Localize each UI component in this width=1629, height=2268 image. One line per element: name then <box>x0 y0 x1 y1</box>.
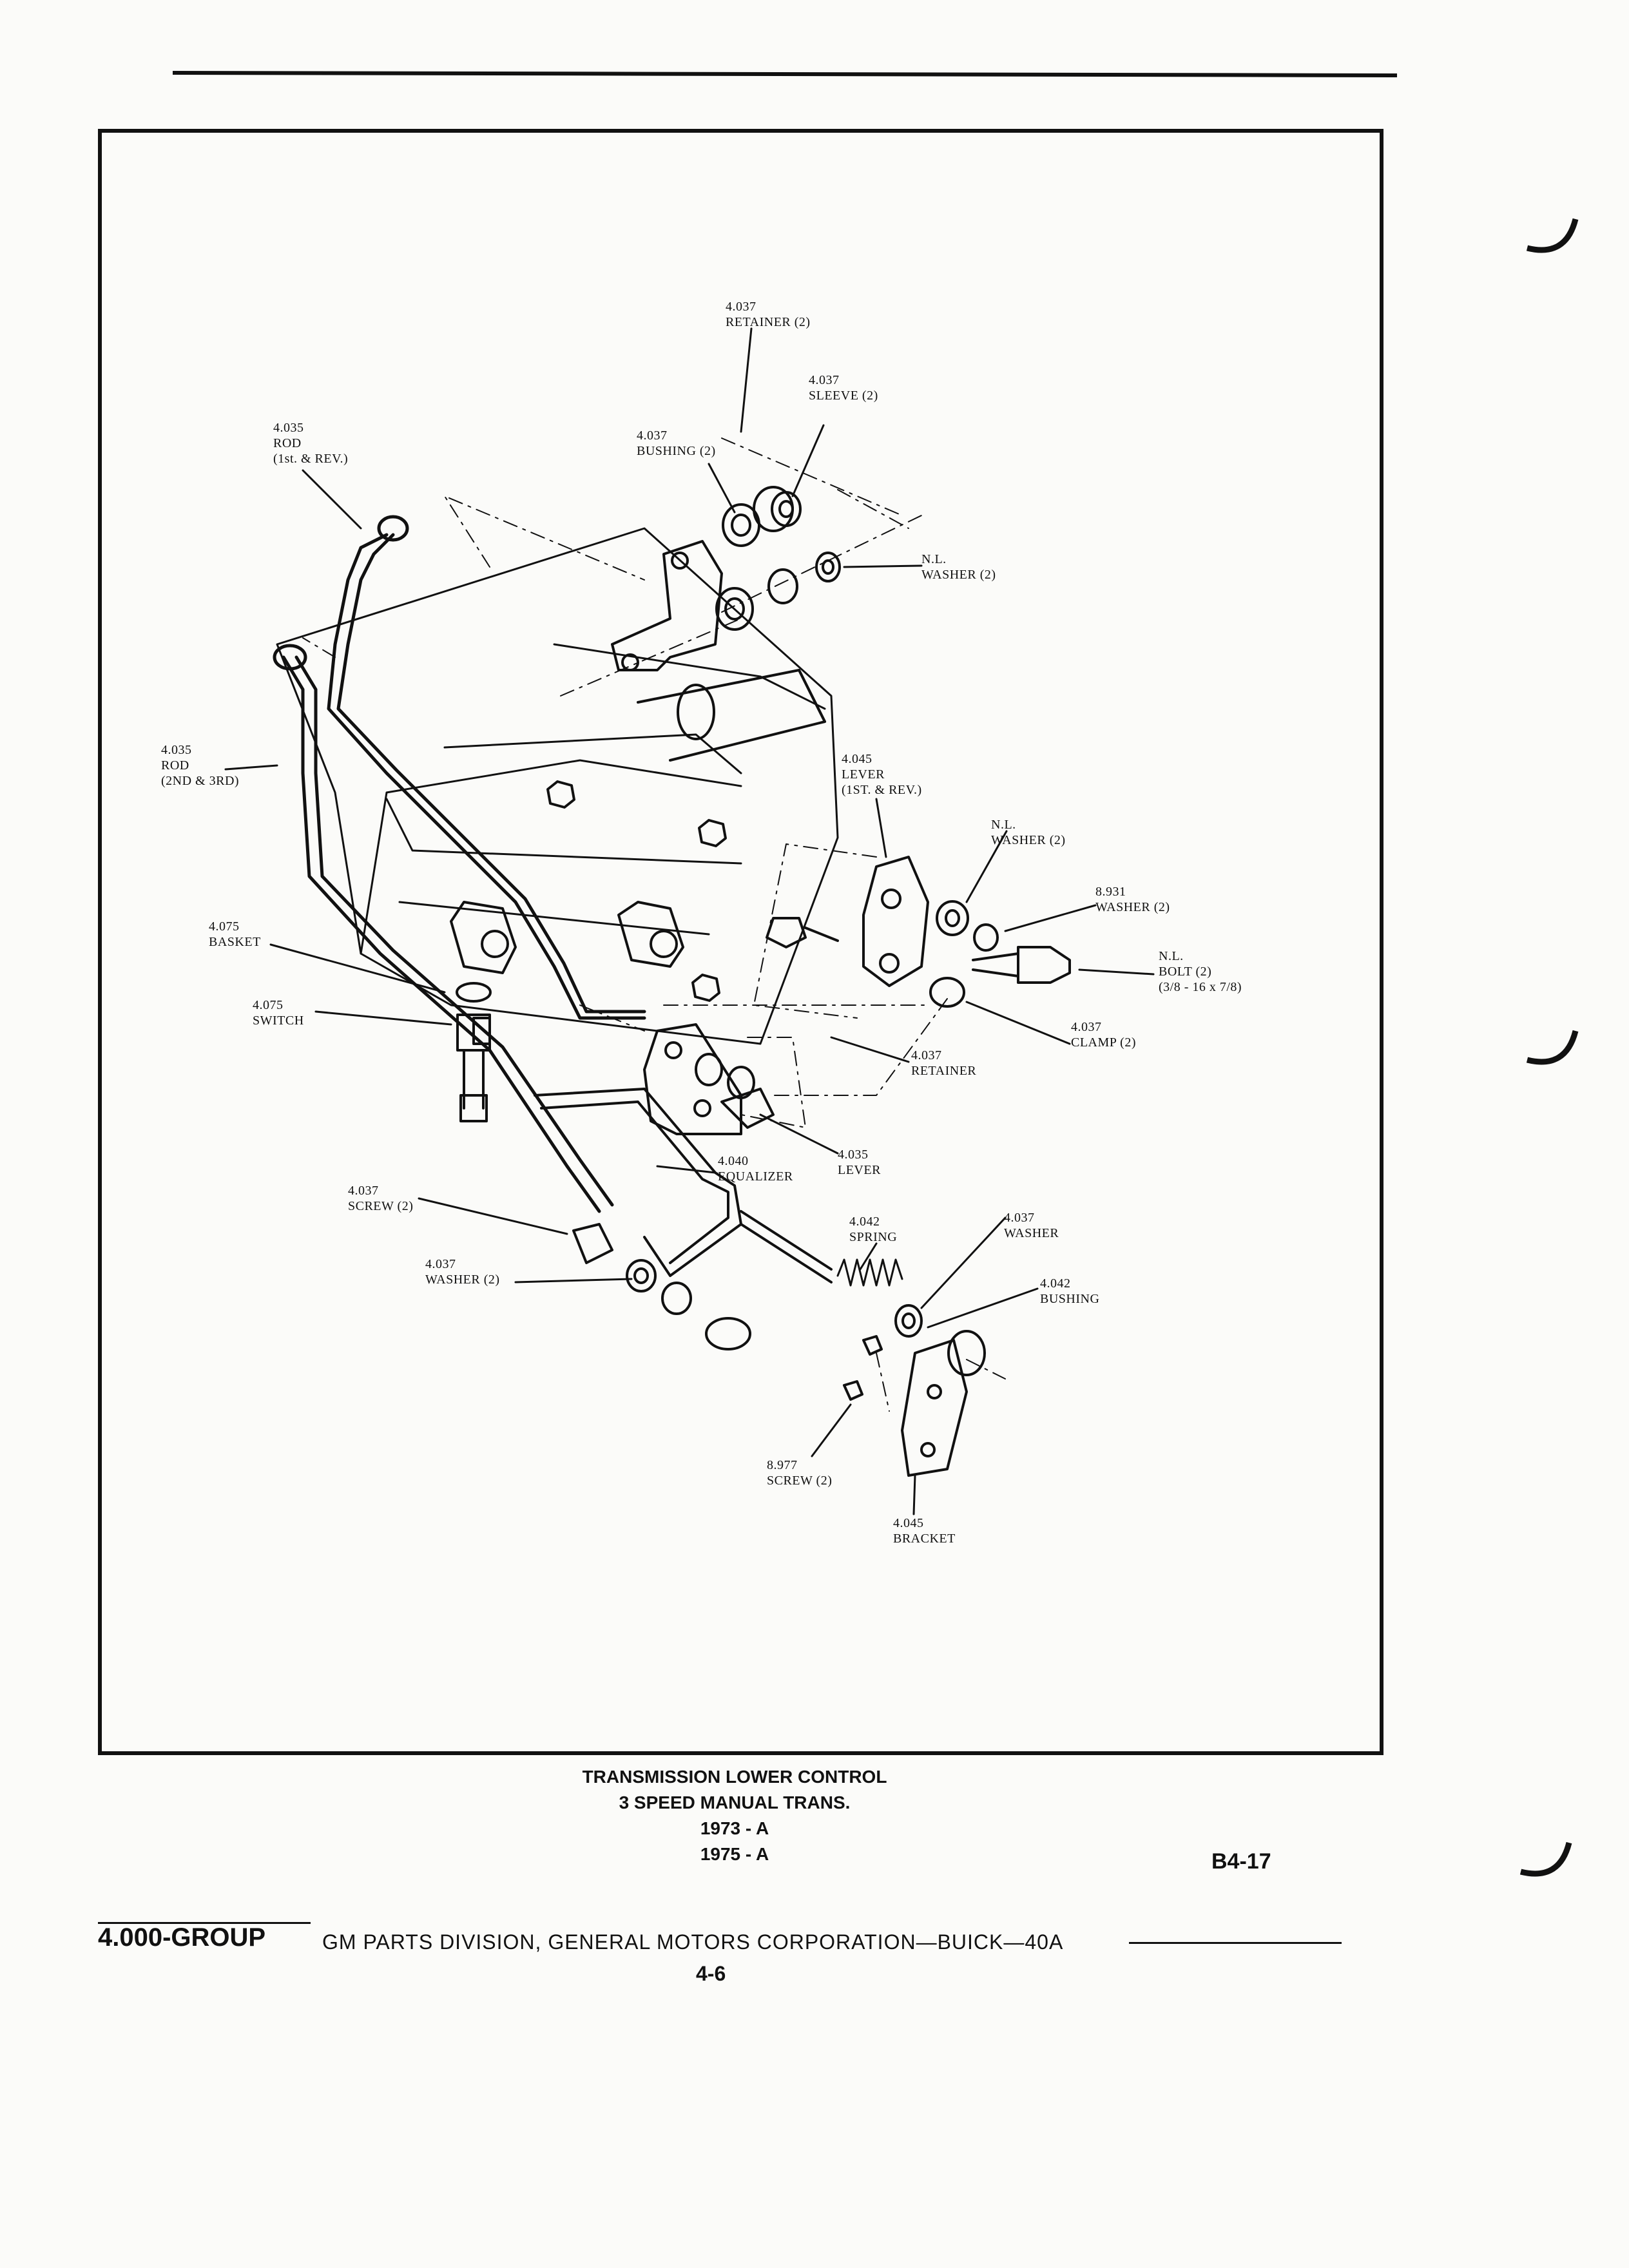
footer-page-number: 4-6 <box>696 1962 726 1985</box>
binder-ring-mark <box>1526 218 1579 253</box>
spring <box>836 1258 903 1287</box>
caption-line: TRANSMISSION LOWER CONTROL <box>582 1767 887 1787</box>
leader-lines <box>224 327 1155 1515</box>
caption-line: 1975 - A <box>700 1844 769 1864</box>
exploded-parts-diagram <box>224 327 1155 1515</box>
rod-1st-rev <box>327 515 646 1020</box>
footer-group-label: 4.000-GROUP <box>98 1923 266 1952</box>
callout-nl-washer-top: N.L.WASHER (2) <box>921 552 996 582</box>
equalizer <box>534 1088 833 1283</box>
diagram-caption: TRANSMISSION LOWER CONTROL 3 SPEED MANUA… <box>535 1764 934 1867</box>
upper-bracket <box>611 540 723 671</box>
caption-line: 1973 - A <box>700 1818 769 1838</box>
binder-ring-mark <box>1519 1841 1572 1877</box>
caption-line: 3 SPEED MANUAL TRANS. <box>619 1792 851 1812</box>
shift-bosses <box>450 780 727 1002</box>
callout-nl-bolt: N.L.BOLT (2)(3/8 - 16 x 7/8) <box>1159 949 1242 994</box>
lower-lever <box>643 1023 742 1135</box>
figure-code: B4-17 <box>1211 1849 1271 1874</box>
footer-publisher: GM PARTS DIVISION, GENERAL MOTORS CORPOR… <box>322 1930 1064 1954</box>
washers <box>456 491 999 1338</box>
binder-ring-mark <box>1526 1030 1579 1065</box>
footer-rule <box>98 1922 311 1924</box>
diagram-frame <box>98 129 1383 1755</box>
footer-rule <box>1129 1942 1342 1944</box>
callout-nl-washer-mid: N.L.WASHER (2) <box>991 818 1066 847</box>
clamps <box>705 486 965 1350</box>
lever-1st-rev <box>862 856 929 987</box>
rod-2nd-3rd <box>273 644 614 1213</box>
transmission-shaft <box>637 669 826 762</box>
alignment-lines <box>302 437 1006 1412</box>
lower-bracket <box>901 1330 986 1477</box>
switch-assembly <box>456 1014 491 1122</box>
